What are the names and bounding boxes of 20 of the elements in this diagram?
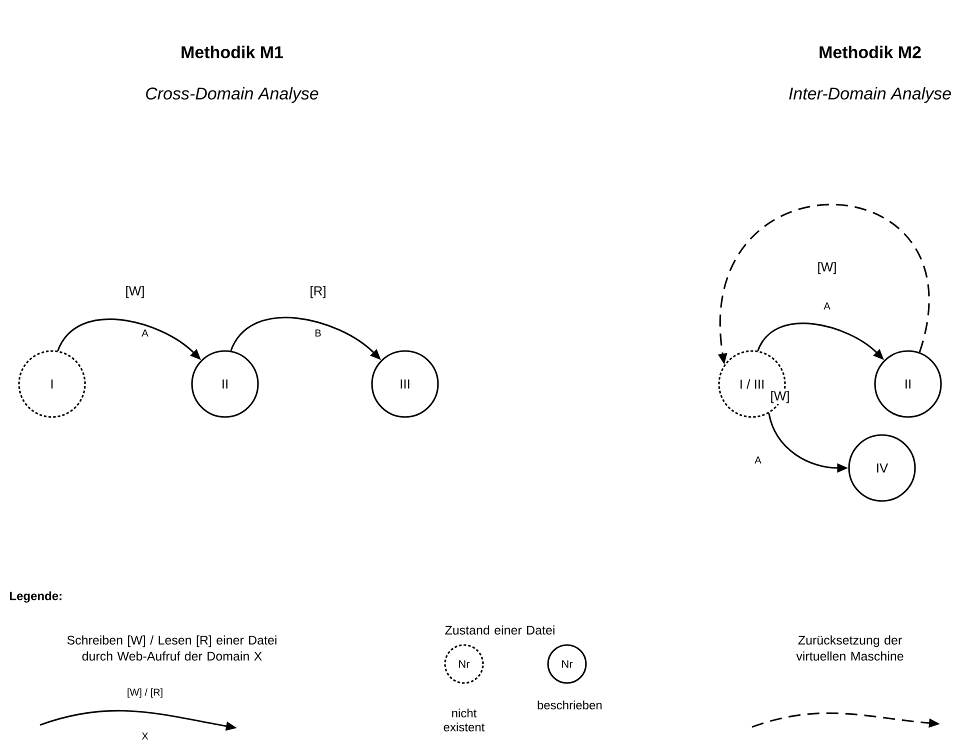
- legend-text: Schreiben [W] / Lesen [R] einer Datei durch Web-Aufruf der Domain X: [67, 635, 276, 661]
- state-caption: nicht existent: [444, 708, 485, 732]
- edge-label: [W]: [769, 390, 791, 404]
- edge-label: [W]: [124, 284, 146, 300]
- heading: Methodik M1: [182, 46, 283, 58]
- domain-letter: A: [824, 302, 830, 310]
- domain-letter: A: [754, 456, 762, 464]
- edge-label: [R]: [308, 284, 328, 300]
- state-caption: beschrieben: [538, 700, 602, 710]
- legend-sample-text: X: [142, 732, 148, 740]
- legend-sample-text: [W] / [R]: [128, 688, 162, 698]
- heading: Methodik M2: [820, 46, 921, 58]
- legend-heading: Legende:: [10, 591, 62, 603]
- legend-text: Zustand einer Datei: [445, 625, 554, 635]
- domain-letter: A: [142, 330, 148, 336]
- domain-letter: B: [315, 330, 321, 336]
- edge-label: [W]: [816, 260, 838, 276]
- legend-text: Zurücksetzung der virtuellen Maschine: [796, 635, 904, 661]
- subheading: Cross-Domain Analyse: [146, 87, 318, 103]
- subheading: Inter-Domain Analyse: [789, 87, 951, 103]
